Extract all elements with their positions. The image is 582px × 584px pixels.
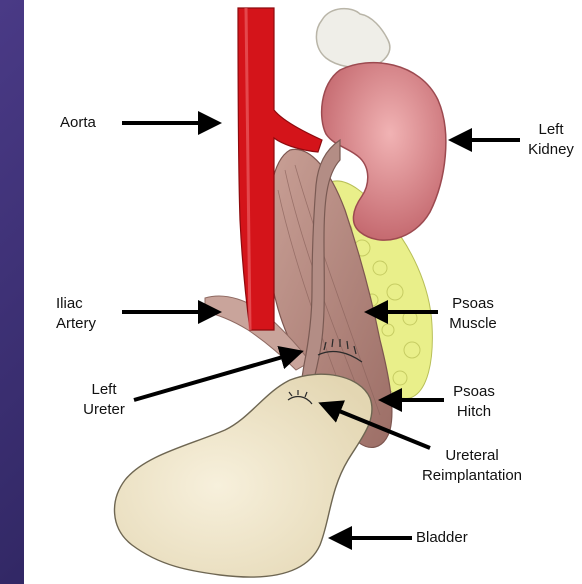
label-psoas-muscle: Psoas Muscle [440, 294, 506, 334]
label-aorta: Aorta [60, 113, 96, 133]
label-bladder: Bladder [416, 528, 468, 548]
label-psoas-hitch: Psoas Hitch [446, 382, 502, 422]
label-left-kidney: Left Kidney [520, 120, 582, 160]
bladder [115, 374, 372, 577]
adrenal-gland [316, 9, 389, 68]
label-left-ureter: Left Ureter [74, 380, 134, 420]
label-iliac-artery: Iliac Artery [56, 294, 96, 334]
label-ureteral-reimplantation: Ureteral Reimplantation [402, 446, 542, 486]
